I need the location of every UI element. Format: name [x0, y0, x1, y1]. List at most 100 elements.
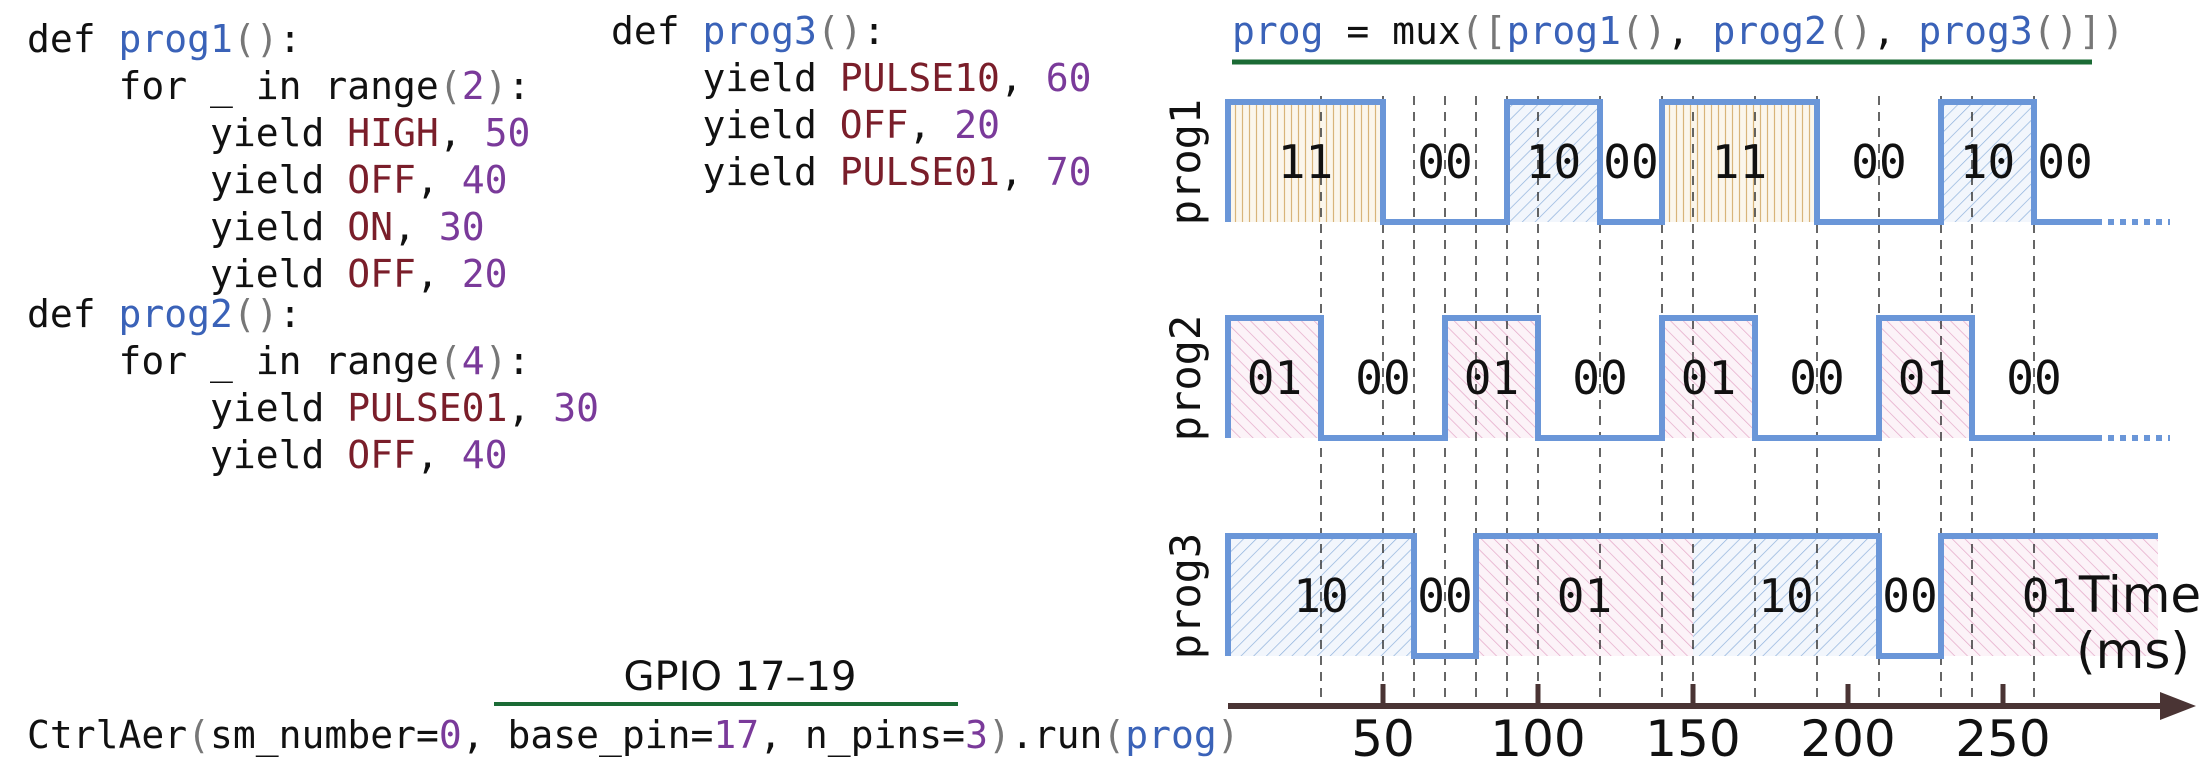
code-token-keyword: , [416, 252, 462, 296]
waveform-prog1 [1225, 99, 2096, 225]
code-token-paren: ]) [2079, 9, 2125, 53]
code-token-keyword: , [416, 158, 462, 202]
row-label-prog1: prog1 [1161, 99, 1210, 225]
code-token-func: prog1 [119, 17, 233, 61]
code-token-paren: () [233, 17, 279, 61]
code-token-paren: ([ [1461, 9, 1507, 53]
code-token-paren: () [2033, 9, 2079, 53]
code-token-number: 0 [439, 713, 462, 757]
code-token-paren: ( [187, 713, 210, 757]
code-token-number: 20 [954, 103, 1000, 147]
code-token-number: 3 [965, 713, 988, 757]
code-token-paren: ( [439, 64, 462, 108]
code-token-paren: () [1621, 9, 1667, 53]
code-token-constant: OFF [840, 103, 909, 147]
code-token-keyword: : [507, 339, 530, 383]
code-token-keyword: : [279, 17, 302, 61]
code-token-constant: OFF [347, 158, 416, 202]
segment-bits-label: 00 [1417, 569, 1472, 623]
row-labels: prog1 prog2 prog3 [1161, 99, 1210, 659]
code-token-keyword: .run [1011, 713, 1103, 757]
code-token-paren: ) [988, 713, 1011, 757]
code-token-keyword: , [507, 386, 553, 430]
code-token-keyword: , [908, 103, 954, 147]
code-token-number: 50 [485, 111, 531, 155]
code-token-keyword: def [27, 17, 119, 61]
segment-fill [1476, 536, 1693, 656]
code-token-keyword: , [1000, 56, 1046, 100]
code-token-number: 30 [553, 386, 599, 430]
code-token-keyword: yield [27, 433, 347, 477]
code-token-keyword: , [393, 205, 439, 249]
code-token-number: 17 [713, 713, 759, 757]
segment-bits-label: 10 [1960, 135, 2015, 189]
code-token-keyword: , base_pin= [462, 713, 714, 758]
code-token-keyword: sm_number= [210, 713, 439, 758]
row-label-prog2: prog2 [1161, 315, 1210, 441]
segment-bits-label: 00 [1789, 351, 1844, 405]
code-token-keyword: : [279, 292, 302, 336]
segment-fill [1693, 536, 1879, 656]
code-token-func: prog2 [1712, 9, 1826, 53]
segment-bits-label: 01 [1898, 351, 1953, 405]
code-token-constant: OFF [347, 252, 416, 296]
code-token-paren: ) [485, 339, 508, 383]
code-token-keyword: for _ in range [27, 339, 439, 384]
code-token-keyword: : [507, 64, 530, 108]
code-token-paren: ) [1217, 713, 1240, 757]
code-prog3: def prog3(): yield PULSE10, 60 yield OFF… [611, 9, 1091, 194]
run-call-line: CtrlAer(sm_number=0, base_pin=17, n_pins… [27, 713, 1240, 758]
code-token-keyword: yield [27, 111, 347, 155]
code-token-number: 70 [1046, 150, 1092, 194]
segment-fill [1879, 318, 1972, 438]
segment-fill [1941, 536, 2158, 656]
code-token-keyword: = mux [1324, 9, 1461, 53]
time-unit-label: (ms) [2076, 622, 2190, 680]
segment-bits-label: 00 [1572, 351, 1627, 405]
code-token-keyword: yield [27, 205, 347, 249]
row-label-prog3: prog3 [1161, 533, 1210, 659]
code-token-func: prog1 [1507, 9, 1621, 53]
segment-fill [1228, 102, 1383, 222]
code-token-keyword: , [1873, 9, 1919, 53]
code-token-func: prog [1125, 713, 1217, 757]
code-token-constant: OFF [347, 433, 416, 477]
waveform-prog2 [1225, 315, 2096, 441]
code-token-keyword: yield [611, 150, 840, 194]
code-prog1: def prog1(): for _ in range(2): yield HI… [27, 17, 530, 296]
code-token-paren: () [817, 9, 863, 53]
code-token-constant: PULSE01 [347, 386, 507, 430]
axis-tick-label: 150 [1645, 710, 1740, 766]
code-token-constant: PULSE10 [840, 56, 1000, 100]
code-token-func: prog3 [1918, 9, 2032, 53]
segment-bits-label: 01 [1557, 569, 1612, 623]
code-token-constant: HIGH [347, 111, 439, 155]
segment-bits-label: 10 [1293, 569, 1348, 623]
code-token-keyword: yield [27, 252, 347, 296]
segment-bits-label: 00 [2037, 135, 2092, 189]
segment-bits-label: 00 [1603, 135, 1658, 189]
segment-fill [1507, 102, 1600, 222]
code-token-number: 60 [1046, 56, 1092, 100]
segment-bits-label: 00 [2006, 351, 2061, 405]
code-token-keyword: yield [27, 158, 347, 202]
segment-bits-label: 00 [1851, 135, 1906, 189]
code-token-number: 4 [462, 339, 485, 383]
code-token-constant: PULSE01 [840, 150, 1000, 194]
segment-bits-label: 01 [1464, 351, 1519, 405]
code-token-paren: ( [439, 339, 462, 383]
axis-tick-label: 50 [1351, 710, 1415, 766]
axis-tick-label: 250 [1955, 710, 2050, 766]
code-block-prog3: def prog3(): yield PULSE10, 60 yield OFF… [611, 9, 1091, 194]
code-token-keyword: CtrlAer [27, 713, 187, 757]
code-token-keyword: , n_pins= [759, 713, 965, 758]
segment-bits-label: 01 [2022, 569, 2077, 623]
code-block-prog2: def prog2(): for _ in range(4): yield PU… [27, 292, 599, 477]
code-token-func: prog3 [703, 9, 817, 53]
segment-bits-label: 00 [1882, 569, 1937, 623]
code-token-constant: ON [347, 205, 393, 249]
